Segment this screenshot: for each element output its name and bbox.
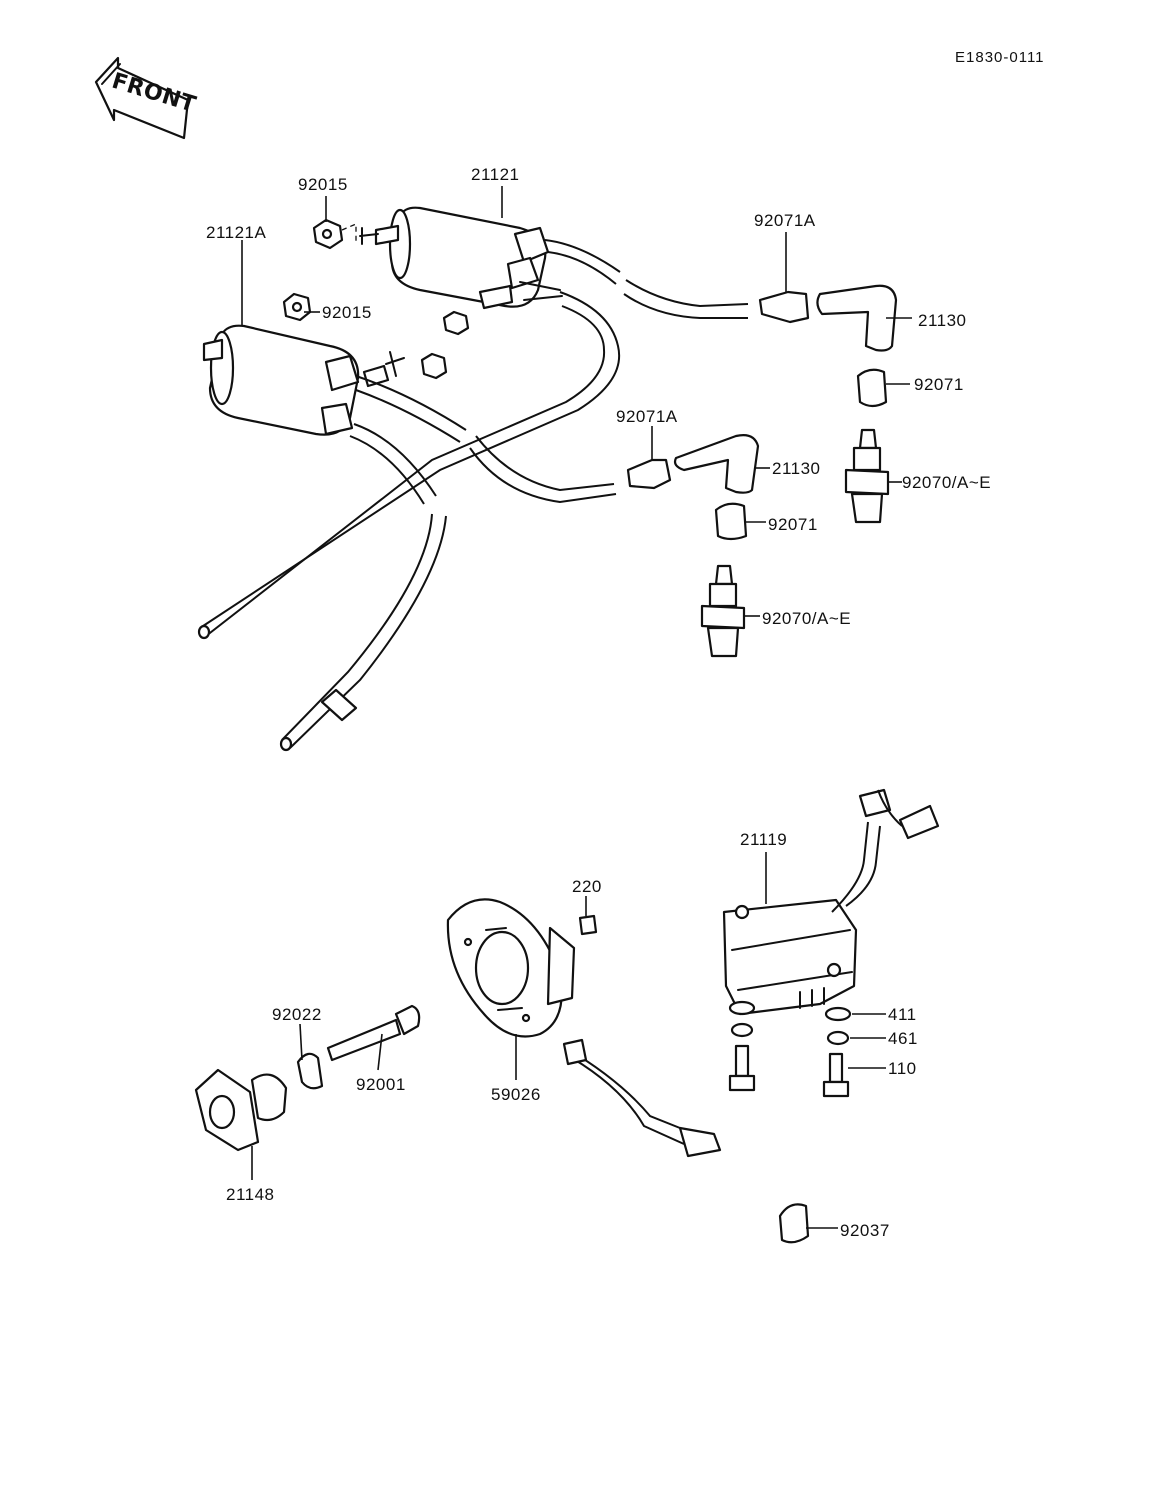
callout-21121: 21121 bbox=[471, 165, 520, 184]
leader-lines bbox=[241, 186, 912, 1229]
front-arrow-icon: FRONT bbox=[94, 56, 199, 140]
cover-92071-top bbox=[856, 368, 888, 408]
callout-92070-top: 92070/A~E bbox=[902, 473, 991, 492]
pickup-plate-59026 bbox=[446, 898, 722, 1158]
regulator-21119 bbox=[722, 788, 940, 1016]
high-tension-leads bbox=[197, 239, 749, 752]
callout-21119: 21119 bbox=[740, 830, 787, 849]
callout-92071a-mid: 92071A bbox=[616, 407, 678, 426]
bolt-92001 bbox=[326, 1004, 421, 1062]
callout-21148: 21148 bbox=[226, 1185, 275, 1204]
advancer-21148 bbox=[194, 1068, 288, 1152]
nut-92015-mid bbox=[282, 292, 312, 322]
boot-92071a-mid bbox=[626, 458, 672, 490]
callout-220: 220 bbox=[572, 877, 602, 896]
callout-92071-mid: 92071 bbox=[768, 515, 818, 534]
cover-92071-mid bbox=[714, 502, 748, 541]
callout-92071a-top: 92071A bbox=[754, 211, 816, 230]
callout-92022: 92022 bbox=[272, 1005, 322, 1024]
washer-92022 bbox=[296, 1052, 324, 1090]
washer-411 bbox=[728, 1000, 852, 1022]
callout-110: 110 bbox=[888, 1059, 917, 1078]
bolt-110 bbox=[728, 1044, 850, 1098]
callout-461: 461 bbox=[888, 1029, 918, 1048]
callout-labels: 21121 92015 21121A 92015 92071A 21130 92… bbox=[206, 165, 991, 1240]
callout-21130-top: 21130 bbox=[918, 311, 967, 330]
callout-92070-mid: 92070/A~E bbox=[762, 609, 851, 628]
callout-411: 411 bbox=[888, 1005, 917, 1024]
callout-92001: 92001 bbox=[356, 1075, 406, 1094]
callout-92015-mid: 92015 bbox=[322, 303, 372, 322]
plug-cap-21130-top bbox=[816, 284, 898, 352]
callout-21130-mid: 21130 bbox=[772, 459, 821, 478]
callout-92037: 92037 bbox=[840, 1221, 890, 1240]
nut-small-coil bbox=[442, 310, 470, 336]
boot-92071a-top bbox=[758, 290, 810, 324]
ignition-coil-21121a bbox=[202, 324, 448, 436]
nut-92015-top bbox=[312, 218, 344, 250]
spark-plug-92070-top bbox=[844, 428, 890, 524]
callout-21121a: 21121A bbox=[206, 223, 267, 242]
diagram-code: E1830-0111 bbox=[955, 49, 1045, 66]
callout-59026: 59026 bbox=[491, 1085, 541, 1104]
plug-cap-21130-mid bbox=[673, 434, 760, 494]
callout-92015-top: 92015 bbox=[298, 175, 348, 194]
callout-92071-top: 92071 bbox=[914, 375, 964, 394]
lock-washer-461 bbox=[730, 1022, 850, 1046]
spark-plug-92070-mid bbox=[700, 564, 746, 658]
ignition-coil-21121 bbox=[359, 206, 563, 310]
clamp-92037 bbox=[778, 1203, 810, 1244]
